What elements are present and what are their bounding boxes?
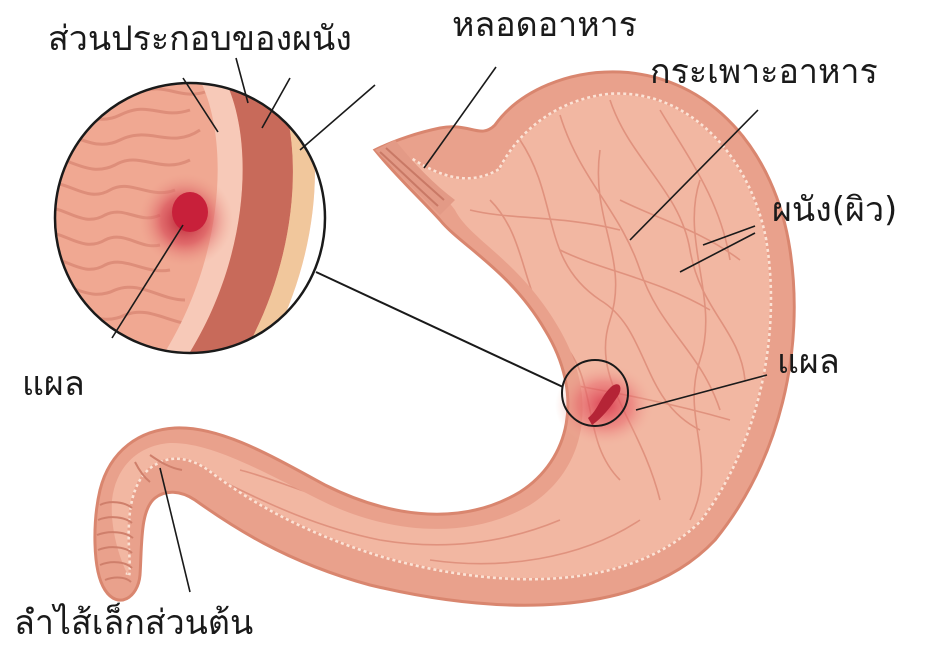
pointer-wall-layer-4 (300, 85, 375, 150)
label-wall-lining: ผนัง(ผิว) (772, 193, 897, 227)
label-ulcer-stomach: แผล (777, 345, 840, 379)
label-ulcer-magnified: แผล (22, 367, 85, 401)
label-esophagus: หลอดอาหาร (452, 8, 637, 42)
label-stomach: กระเพาะอาหาร (650, 55, 878, 89)
label-duodenum: ลำไส้เล็กส่วนต้น (14, 606, 253, 640)
label-wall-components: ส่วนประกอบของผนัง (48, 22, 352, 56)
magnified-wall-section (40, 80, 340, 360)
